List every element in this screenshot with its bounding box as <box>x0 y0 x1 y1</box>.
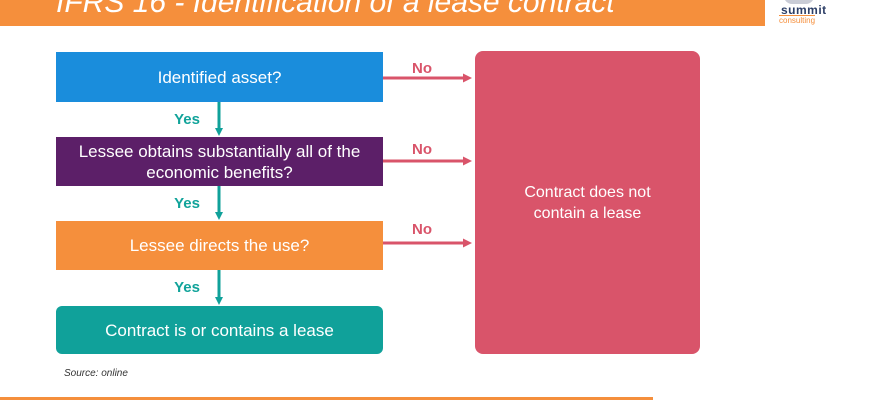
no-label-2: No <box>412 141 432 158</box>
outcome-no-lease: Contract does not contain a lease <box>475 51 700 354</box>
logo-text: summit <box>781 3 827 17</box>
company-logo: summit consulting <box>776 0 836 28</box>
yes-label-3: Yes <box>174 279 200 296</box>
title-bar: IFRS 16 - Identification of a lease cont… <box>0 0 765 26</box>
step-economic-benefits: Lessee obtains substantially all of the … <box>56 137 383 186</box>
no-label-1: No <box>412 60 432 77</box>
bottom-divider <box>0 397 653 400</box>
page-title: IFRS 16 - Identification of a lease cont… <box>56 0 615 19</box>
outcome-contains-lease: Contract is or contains a lease <box>56 306 383 354</box>
yes-label-1: Yes <box>174 111 200 128</box>
source-note: Source: online <box>64 368 128 379</box>
no-label-3: No <box>412 221 432 238</box>
step-directs-use: Lessee directs the use? <box>56 221 383 270</box>
step-identified-asset: Identified asset? <box>56 52 383 102</box>
logo-subtext: consulting <box>779 15 816 25</box>
yes-label-2: Yes <box>174 195 200 212</box>
logo-mark-icon <box>784 0 814 4</box>
